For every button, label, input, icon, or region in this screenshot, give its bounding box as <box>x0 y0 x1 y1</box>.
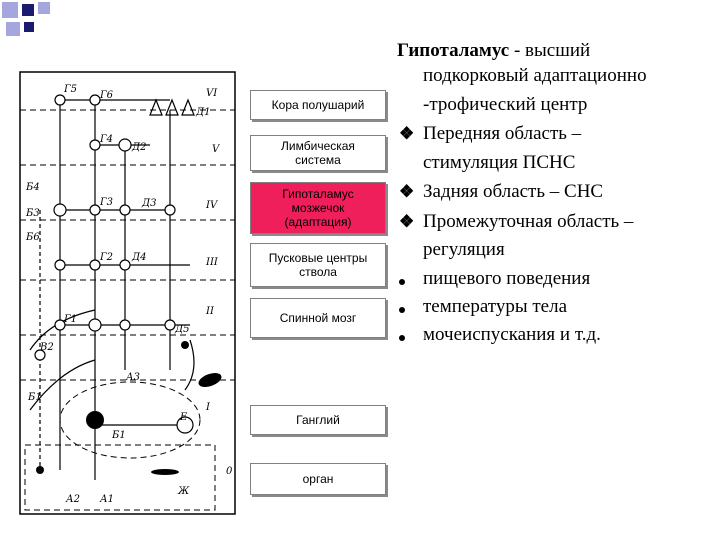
node-label: В2 <box>39 342 54 353</box>
title-rest: - высший <box>509 40 591 61</box>
layer-label: VI <box>206 88 218 99</box>
title-line: Гипоталамус - высший <box>397 40 590 62</box>
node-label: Д1 <box>195 107 211 118</box>
level-box-ganglion: Ганглий <box>250 405 386 435</box>
text-line: регуляция <box>423 239 505 260</box>
text-line: -трофический центр <box>423 94 588 115</box>
text-line: мочеиспускания и т.д. <box>423 324 601 345</box>
diamond-bullet-icon: ❖ <box>399 212 415 231</box>
level-box-brainstem: Пусковые центры ствола <box>250 243 386 287</box>
text-line: Задняя область – СНС <box>423 181 604 202</box>
title-bold: Гипоталамус <box>397 40 510 61</box>
node-label: Г5 <box>63 84 77 95</box>
corner-square-light <box>6 22 20 36</box>
node-label: Ж <box>177 486 190 497</box>
node-label: Б6 <box>25 232 40 243</box>
round-bullet-icon <box>399 279 405 285</box>
diamond-bullet-icon: ❖ <box>399 124 415 143</box>
node-label: Г2 <box>99 252 113 263</box>
level-box-organ: орган <box>250 463 386 495</box>
node-label: Б4 <box>25 182 40 193</box>
corner-square-dark <box>24 22 34 32</box>
level-box-limbic: Лимбическая система <box>250 135 386 171</box>
level-box-cortex: Кора полушарий <box>250 90 386 120</box>
node-label: Б3 <box>25 208 40 219</box>
corner-square-light <box>38 2 50 14</box>
node-label: Д5 <box>174 324 190 335</box>
text-line: температуры тела <box>423 296 568 317</box>
node-label: А2 <box>65 494 80 505</box>
text-line: пищевого поведения <box>423 268 591 289</box>
node-label: Б1 <box>111 430 126 441</box>
text-line: Промежуточная область – <box>423 211 634 232</box>
node-label: А3 <box>125 372 140 383</box>
round-bullet-icon <box>399 335 405 341</box>
node-label: Е <box>179 412 188 423</box>
node-label: Д2 <box>131 142 147 153</box>
text-line: Передняя область – <box>423 123 582 144</box>
round-bullet-icon <box>399 307 405 313</box>
layer-label: III <box>205 257 219 268</box>
layer-label: I <box>205 402 211 413</box>
neuron-layers-diagram: VI V IV III II I Г5 Г6 Д1 Г4 Д2 Б4 Б3 Б6… <box>19 71 236 515</box>
layer-label: II <box>205 306 215 317</box>
node-label: Г4 <box>99 134 113 145</box>
layer-label: IV <box>205 200 219 211</box>
node-label: А1 <box>99 494 114 505</box>
layer-label: V <box>212 144 221 155</box>
node-label: Г6 <box>99 90 114 101</box>
level-box-spinal-cord: Спинной мозг <box>250 298 386 338</box>
node-label: 0 <box>226 466 233 477</box>
text-line: стимуляция ПСНС <box>423 152 576 173</box>
corner-square-light <box>2 2 18 18</box>
node-label: Д4 <box>131 252 147 263</box>
node-label: Г1 <box>63 314 77 325</box>
node-label: Д3 <box>141 198 157 209</box>
diamond-bullet-icon: ❖ <box>399 182 415 201</box>
level-box-hypothalamus: Гипоталамус мозжечок (адаптация) <box>250 182 386 234</box>
node-label: Б1 <box>27 392 42 403</box>
text-line: подкорковый адаптационно <box>423 65 647 86</box>
corner-square-dark <box>22 4 34 16</box>
node-label: Г3 <box>99 197 113 208</box>
